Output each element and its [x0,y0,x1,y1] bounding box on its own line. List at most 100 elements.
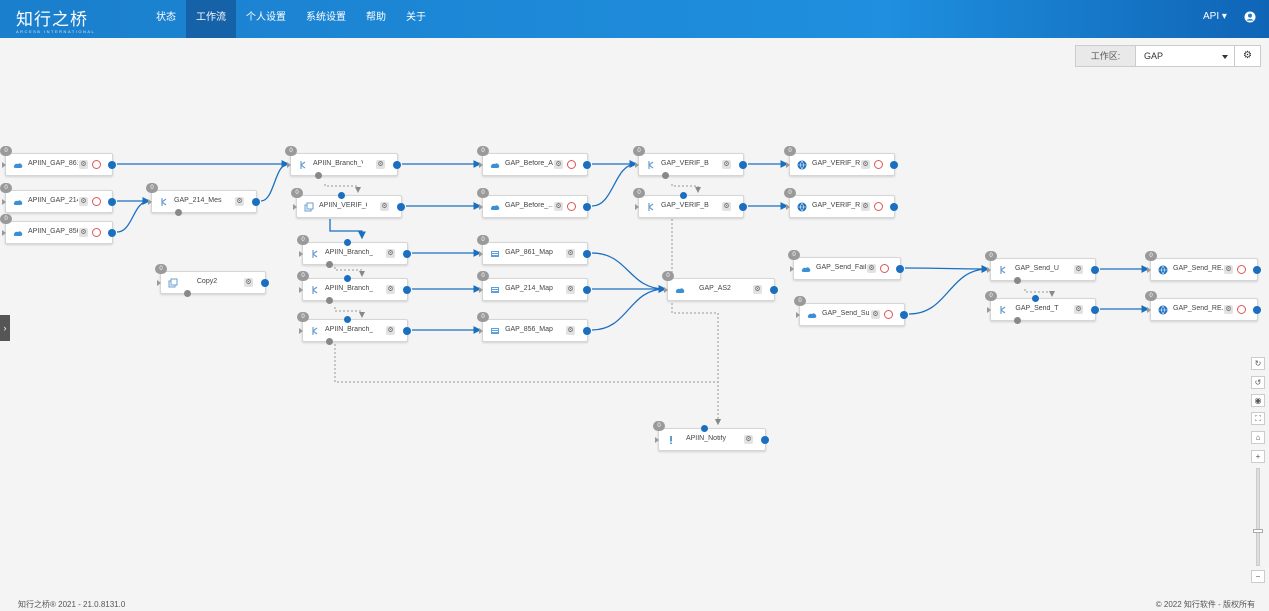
nav-item[interactable]: 工作流 [186,0,236,38]
refresh-icon[interactable]: ↻ [1251,357,1265,370]
output-port[interactable] [770,286,778,294]
node-settings-gear-icon[interactable]: ⚙ [1224,305,1233,314]
node-settings-gear-icon[interactable]: ⚙ [867,264,876,273]
stop-icon[interactable] [1237,265,1246,274]
node-settings-gear-icon[interactable]: ⚙ [861,160,870,169]
input-port[interactable] [786,162,790,168]
workspace-settings-gear-icon[interactable]: ⚙ [1234,46,1260,66]
zoom-slider[interactable] [1256,468,1260,566]
app-logo[interactable]: 知行之桥 ARCESB INTERNATIONAL [16,5,95,34]
nav-item[interactable]: 状态 [156,12,176,23]
output-port[interactable] [261,279,269,287]
stop-icon[interactable] [874,202,883,211]
output-port[interactable] [583,327,591,335]
api-dropdown[interactable]: API ▾ [1203,11,1227,22]
input-port[interactable] [293,204,297,210]
output-port[interactable] [403,250,411,258]
input-port[interactable] [287,162,291,168]
input-connector[interactable] [680,192,687,199]
error-port[interactable] [184,290,191,297]
input-port[interactable] [635,204,639,210]
node-settings-gear-icon[interactable]: ⚙ [861,202,870,211]
input-connector[interactable] [344,275,351,282]
side-panel-toggle-icon[interactable]: › [0,315,10,341]
node-settings-gear-icon[interactable]: ⚙ [566,249,575,258]
node-settings-gear-icon[interactable]: ⚙ [386,249,395,258]
nav-item[interactable]: 系统设置 [306,12,346,23]
output-port[interactable] [900,311,908,319]
node-settings-gear-icon[interactable]: ⚙ [376,160,385,169]
output-port[interactable] [583,203,591,211]
node-settings-gear-icon[interactable]: ⚙ [1074,305,1083,314]
fit-to-screen-icon[interactable]: ⛶ [1251,412,1265,425]
input-port[interactable] [479,328,483,334]
output-port[interactable] [403,327,411,335]
error-port[interactable] [315,172,322,179]
error-port[interactable] [326,297,333,304]
input-port[interactable] [479,162,483,168]
error-port[interactable] [662,172,669,179]
stop-icon[interactable] [567,202,576,211]
error-port[interactable] [1014,277,1021,284]
node-settings-gear-icon[interactable]: ⚙ [566,285,575,294]
input-port[interactable] [1147,307,1151,313]
input-port[interactable] [299,328,303,334]
input-connector[interactable] [1032,295,1039,302]
input-port[interactable] [796,312,800,318]
zoom-slider-handle[interactable] [1253,529,1263,533]
output-port[interactable] [393,161,401,169]
node-settings-gear-icon[interactable]: ⚙ [235,197,244,206]
workspace-dropdown[interactable]: GAP [1136,46,1234,66]
output-port[interactable] [403,286,411,294]
input-port[interactable] [786,204,790,210]
node-settings-gear-icon[interactable]: ⚙ [871,310,880,319]
input-connector[interactable] [338,192,345,199]
output-port[interactable] [108,161,116,169]
nav-item[interactable]: 个人设置 [246,12,286,23]
node-settings-gear-icon[interactable]: ⚙ [722,160,731,169]
input-port[interactable] [479,204,483,210]
output-port[interactable] [583,161,591,169]
input-port[interactable] [655,437,659,443]
node-settings-gear-icon[interactable]: ⚙ [386,285,395,294]
input-port[interactable] [148,199,152,205]
input-port[interactable] [157,280,161,286]
input-port[interactable] [987,307,991,313]
input-connector[interactable] [701,425,708,432]
output-port[interactable] [583,250,591,258]
input-port[interactable] [479,287,483,293]
zoom-in-icon[interactable]: + [1251,450,1265,463]
zoom-out-icon[interactable]: − [1251,570,1265,583]
node-settings-gear-icon[interactable]: ⚙ [1224,265,1233,274]
output-port[interactable] [1253,266,1261,274]
output-port[interactable] [739,161,747,169]
home-icon[interactable]: ⌂ [1251,431,1265,444]
output-port[interactable] [739,203,747,211]
input-connector[interactable] [344,239,351,246]
stop-icon[interactable] [92,160,101,169]
stop-icon[interactable] [92,228,101,237]
undo-icon[interactable]: ↺ [1251,376,1265,389]
stop-icon[interactable] [92,197,101,206]
output-port[interactable] [890,161,898,169]
output-port[interactable] [761,436,769,444]
node-settings-gear-icon[interactable]: ⚙ [722,202,731,211]
node-settings-gear-icon[interactable]: ⚙ [744,435,753,444]
